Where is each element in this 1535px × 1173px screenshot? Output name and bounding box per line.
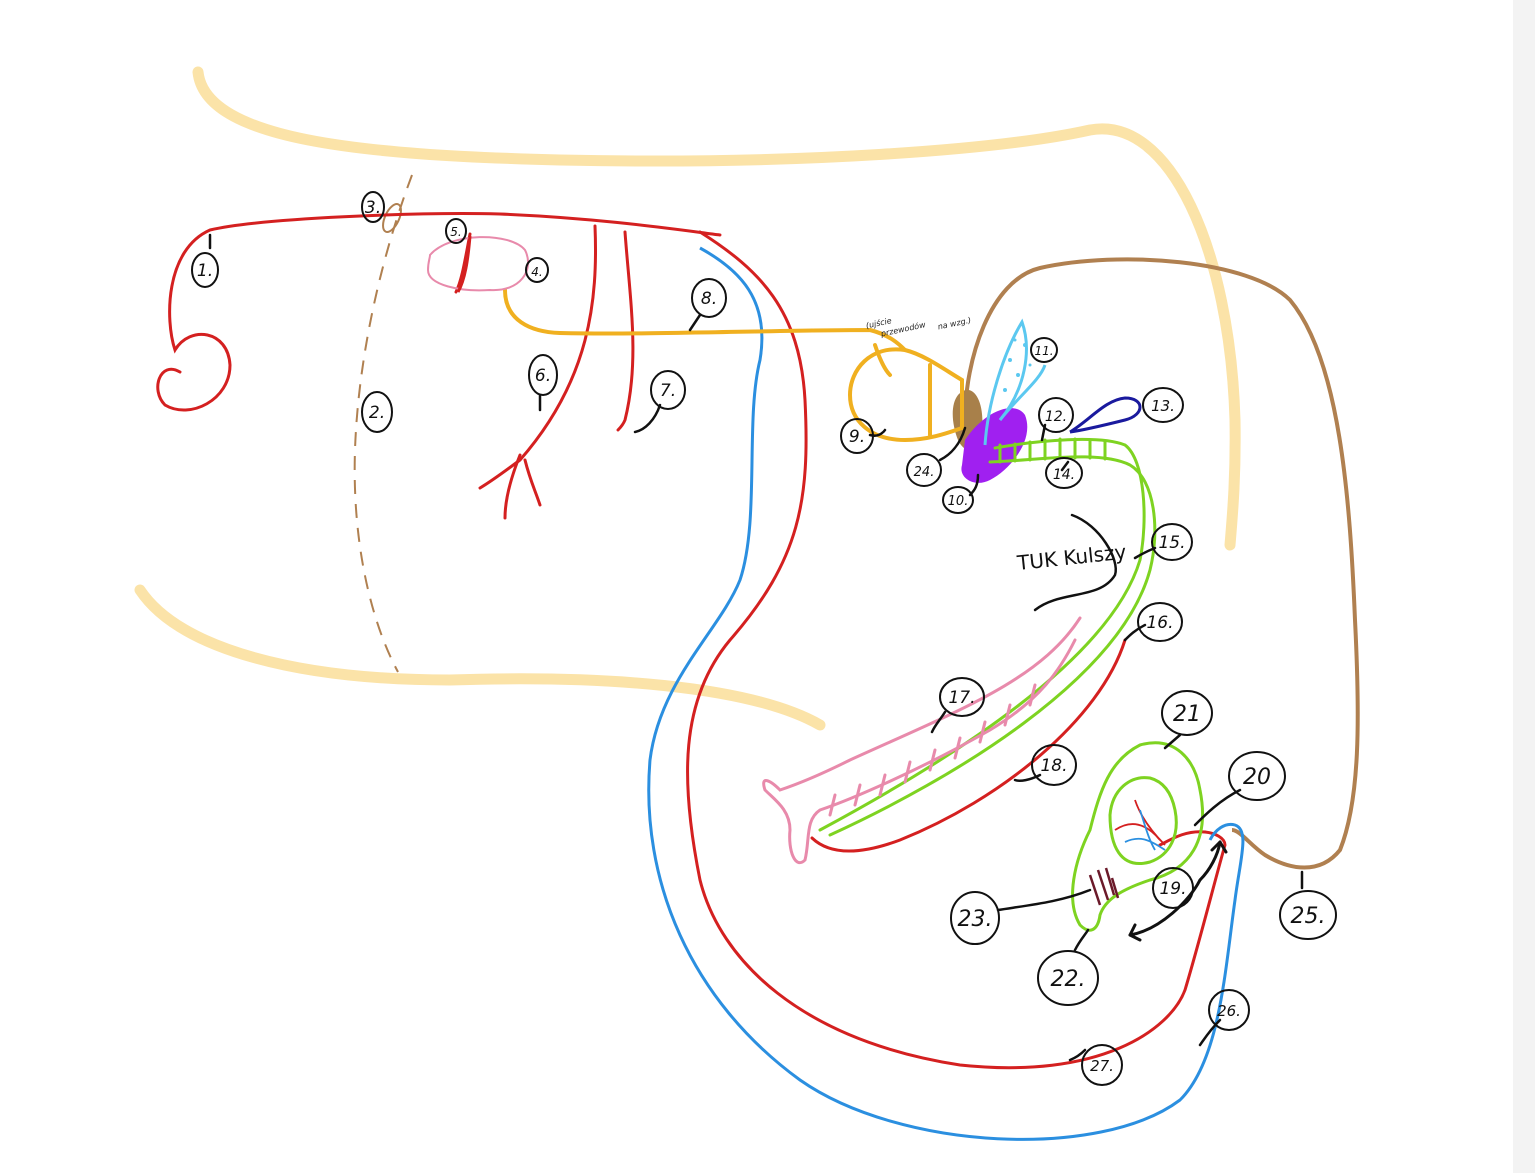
label-4: 4. [525, 257, 549, 283]
label-11: 11. [1030, 337, 1058, 363]
svg-text:27.: 27. [1090, 1057, 1114, 1075]
svg-text:19.: 19. [1159, 879, 1186, 899]
label-22: 22. [1037, 950, 1099, 1006]
svg-text:16.: 16. [1146, 613, 1173, 633]
svg-text:20: 20 [1243, 765, 1271, 790]
svg-text:1.: 1. [197, 261, 213, 281]
svg-text:4.: 4. [531, 265, 542, 279]
green-tubes [818, 437, 1157, 837]
svg-text:22.: 22. [1051, 967, 1086, 992]
red-ovary-line [456, 235, 472, 293]
green-ovals [1071, 741, 1205, 932]
pale-yellow-outline [134, 66, 1241, 731]
label-12: 12. [1038, 397, 1074, 433]
maroon-marks [1088, 867, 1120, 906]
arrows [1128, 840, 1228, 942]
tuk-kulszy-text: TUK Kulszy [1015, 540, 1128, 575]
label-2: 2. [361, 391, 393, 433]
svg-text:3.: 3. [365, 198, 381, 218]
leader-lines [208, 233, 1304, 1062]
svg-text:26.: 26. [1217, 1002, 1241, 1020]
svg-text:7.: 7. [660, 381, 676, 401]
dark-blue-loop [1069, 396, 1142, 434]
dashed-boundary-line [353, 174, 413, 673]
svg-text:na wzg.): na wzg.) [937, 316, 972, 332]
svg-text:21: 21 [1173, 702, 1201, 727]
svg-text:13.: 13. [1151, 397, 1175, 415]
label-14: 14. [1045, 457, 1083, 489]
svg-text:5.: 5. [450, 225, 461, 239]
label-1: 1. [191, 252, 219, 288]
label-13: 13. [1142, 387, 1184, 423]
svg-text:23.: 23. [958, 907, 993, 932]
pink-structure [762, 616, 1082, 864]
artery-lines [156, 212, 1227, 1070]
label-26: 26. [1208, 989, 1250, 1031]
svg-text:15.: 15. [1158, 533, 1185, 553]
light-blue-spray [983, 318, 1047, 446]
vein-line [647, 246, 1245, 1141]
svg-text:11.: 11. [1034, 344, 1053, 358]
label-3: 3. [361, 191, 385, 223]
label-15: 15. [1151, 523, 1193, 561]
svg-text:8.: 8. [701, 289, 717, 309]
small-vessels [1114, 799, 1166, 851]
label-27: 27. [1081, 1044, 1123, 1086]
purple-organ [961, 408, 1028, 483]
label-16: 16. [1137, 602, 1183, 642]
svg-text:2.: 2. [369, 403, 385, 423]
brown-loop [963, 257, 1360, 870]
svg-text:18.: 18. [1040, 756, 1067, 776]
svg-text:9.: 9. [849, 427, 865, 447]
label-8: 8. [691, 278, 727, 318]
label-17: 17. [939, 677, 985, 717]
label-19: 19. [1152, 867, 1194, 909]
label-5: 5. [445, 218, 467, 244]
label-10: 10. [942, 486, 974, 514]
label-23: 23. [950, 891, 1000, 945]
svg-text:25.: 25. [1291, 904, 1326, 929]
label-25: 25. [1279, 890, 1337, 940]
label-9: 9. [840, 418, 874, 454]
svg-text:17.: 17. [948, 688, 975, 708]
label-7: 7. [650, 370, 686, 410]
label-6: 6. [528, 354, 558, 396]
label-18: 18. [1031, 744, 1077, 786]
pink-ovary [426, 236, 530, 292]
svg-text:14.: 14. [1053, 467, 1075, 483]
label-24: 24. [906, 453, 942, 487]
svg-text:24.: 24. [914, 465, 935, 480]
label-20: 20 [1228, 751, 1286, 801]
yellow-duct [503, 288, 964, 443]
right-edge-shadow [1513, 0, 1535, 1173]
svg-text:6.: 6. [535, 366, 551, 386]
svg-text:12.: 12. [1045, 409, 1067, 425]
spray-dots [1003, 338, 1032, 392]
handwritten-note: (ujście przewodów na wzg.) [865, 315, 972, 338]
label-21: 21 [1161, 690, 1213, 736]
svg-text:10.: 10. [948, 494, 969, 509]
